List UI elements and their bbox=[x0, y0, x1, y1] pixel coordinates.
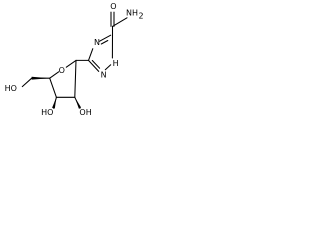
bond-c5-n1-inner bbox=[91, 59, 101, 69]
bond-c2-c1 bbox=[74, 59, 77, 98]
label-nh2-subscript: 2 bbox=[139, 12, 144, 21]
bond-c4-c3 bbox=[49, 77, 57, 98]
bond-amide-cn bbox=[111, 17, 128, 27]
label-carbonyl-oxygen: O bbox=[110, 2, 116, 11]
bond-n1-n2 bbox=[104, 64, 112, 71]
bond-c1-o4 bbox=[65, 59, 77, 68]
bonds bbox=[21, 11, 128, 109]
label-ribose-ring-oxygen: O bbox=[59, 66, 65, 75]
label-ring-nitrogen-bottom: N bbox=[101, 71, 107, 80]
bond-c5-n1 bbox=[87, 59, 100, 72]
label-c2-hydroxyl: OH bbox=[79, 108, 91, 117]
molecule-drawing: NH 2 O N N H O HO HO OH bbox=[5, 2, 144, 117]
bond-n4-c5 bbox=[87, 48, 94, 61]
bond-c3-n4-double bbox=[98, 34, 112, 42]
label-hydroxymethyl-oxygen: HO bbox=[5, 84, 17, 93]
label-c3-hydroxyl: HO bbox=[41, 108, 53, 117]
label-ring-nh-hydrogen: H bbox=[113, 59, 119, 68]
bond-c5prime-oh bbox=[21, 77, 33, 88]
molecule-canvas: NH 2 O N N H O HO HO OH bbox=[0, 0, 158, 129]
wedge-c2-oh bbox=[74, 97, 82, 109]
label-ring-nitrogen-top: N bbox=[94, 38, 100, 47]
wedge-c3-oh bbox=[52, 97, 57, 109]
label-nh2: NH bbox=[126, 9, 138, 18]
bond-c3-n4-inner bbox=[100, 39, 109, 45]
atom-labels: NH 2 O N N H O HO HO OH bbox=[5, 2, 144, 117]
bond-o4-c4 bbox=[49, 71, 60, 79]
wedge-c4-c5prime bbox=[31, 76, 50, 80]
stereo-bonds bbox=[31, 76, 82, 109]
